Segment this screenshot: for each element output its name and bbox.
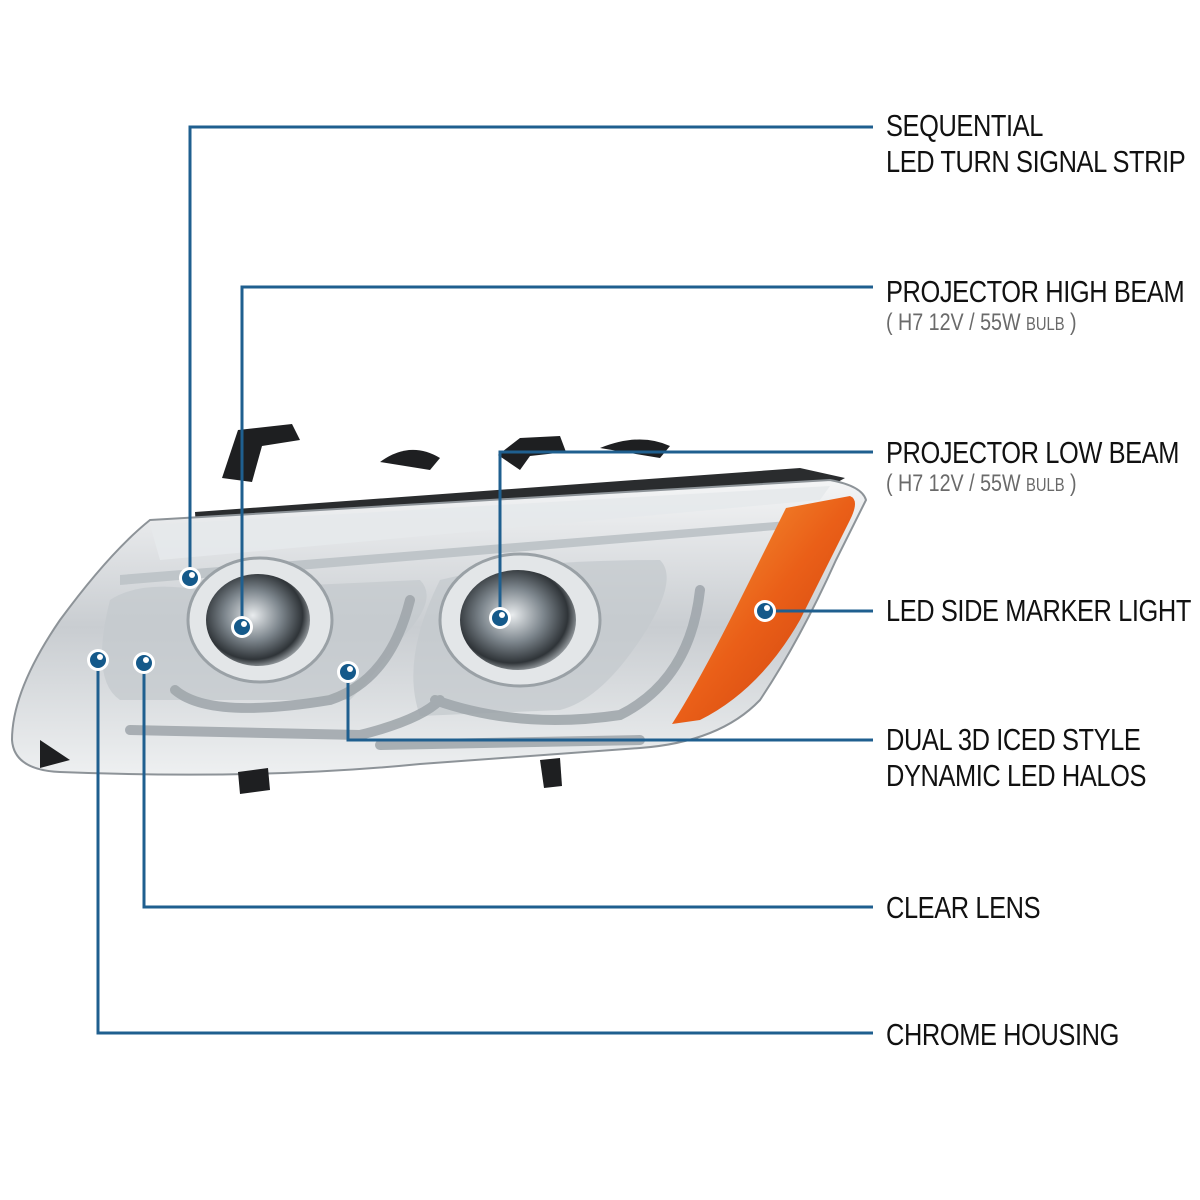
callout-lines bbox=[96, 125, 873, 1035]
marker-low-beam bbox=[489, 607, 511, 629]
label-dual-3d-halos: DUAL 3D ICED STYLE DYNAMIC LED HALOS bbox=[886, 722, 1146, 794]
label-line: DUAL 3D ICED STYLE bbox=[886, 722, 1141, 757]
marker-side-marker bbox=[754, 600, 776, 622]
marker-high-beam bbox=[231, 616, 253, 638]
label-clear-lens: CLEAR LENS bbox=[886, 890, 1041, 926]
marker-sequential bbox=[179, 567, 201, 589]
label-chrome-housing: CHROME HOUSING bbox=[886, 1017, 1119, 1053]
bulb-spec-value: H7 12V / 55W bbox=[898, 470, 1021, 497]
label-line: CHROME HOUSING bbox=[886, 1017, 1119, 1052]
label-line: LED SIDE MARKER LIGHT bbox=[886, 593, 1191, 628]
label-line: LED TURN SIGNAL STRIP bbox=[886, 144, 1186, 179]
bulb-spec: ( H7 12V / 55W BULB ) bbox=[886, 310, 1184, 337]
label-line: DYNAMIC LED HALOS bbox=[886, 758, 1147, 793]
label-sequential-led-strip: SEQUENTIAL LED TURN SIGNAL STRIP bbox=[886, 108, 1186, 180]
bulb-unit: BULB bbox=[1026, 475, 1065, 495]
callout-markers bbox=[87, 567, 776, 683]
marker-chrome-housing bbox=[87, 649, 109, 671]
label-projector-low-beam: PROJECTOR LOW BEAM ( H7 12V / 55W BULB ) bbox=[886, 435, 1179, 498]
label-line: PROJECTOR HIGH BEAM bbox=[886, 274, 1185, 309]
label-line: SEQUENTIAL bbox=[886, 108, 1043, 143]
paren-close: ) bbox=[1070, 470, 1077, 497]
marker-halos bbox=[337, 661, 359, 683]
bulb-unit: BULB bbox=[1026, 314, 1065, 334]
label-led-side-marker: LED SIDE MARKER LIGHT bbox=[886, 593, 1191, 629]
label-line: CLEAR LENS bbox=[886, 890, 1041, 925]
bulb-spec: ( H7 12V / 55W BULB ) bbox=[886, 471, 1179, 498]
marker-clear-lens bbox=[133, 652, 155, 674]
low-beam-projector bbox=[438, 552, 602, 688]
label-line: PROJECTOR LOW BEAM bbox=[886, 435, 1179, 470]
paren-close: ) bbox=[1070, 309, 1077, 336]
label-projector-high-beam: PROJECTOR HIGH BEAM ( H7 12V / 55W BULB … bbox=[886, 274, 1185, 337]
bulb-spec-value: H7 12V / 55W bbox=[898, 309, 1021, 336]
paren-open: ( bbox=[886, 470, 893, 497]
paren-open: ( bbox=[886, 309, 893, 336]
high-beam-projector bbox=[186, 556, 334, 684]
